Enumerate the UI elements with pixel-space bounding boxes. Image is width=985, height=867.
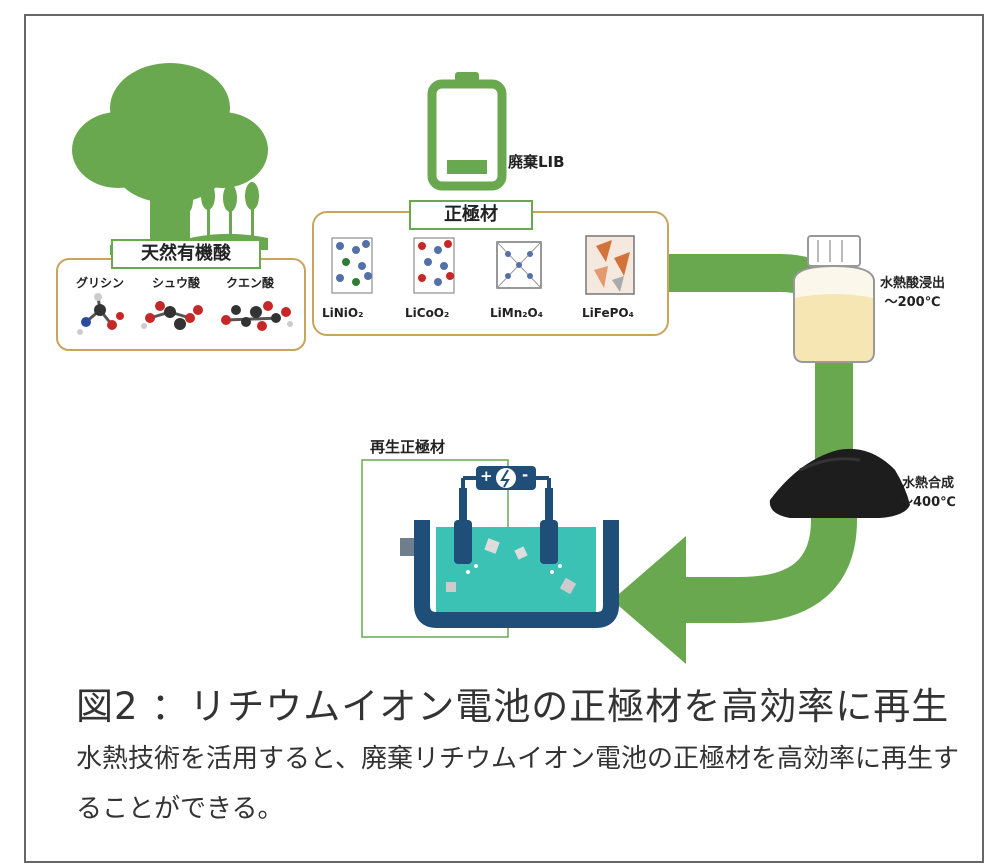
glycine-molecule-icon — [77, 293, 124, 335]
electrode-plus-sign: + — [480, 467, 493, 485]
leach-step-line2: ～200℃ — [884, 295, 941, 310]
powder-pile-icon — [769, 448, 910, 518]
battery-label: 廃棄LIB — [508, 153, 565, 171]
figure-caption-title: 図2 ：リチウムイオン電池の正極材を高効率に再生 — [76, 685, 950, 728]
acid-label-glycine: グリシン — [76, 276, 125, 290]
acid-box-title: 天然有機酸 — [111, 239, 261, 269]
electrode-minus-sign: - — [522, 466, 529, 484]
synth-step-label: 水熱合成 ～400℃ — [900, 474, 956, 512]
leach-step-label: 水熱酸浸出 ～200℃ — [880, 274, 945, 312]
acid-label-citric: クエン酸 — [226, 276, 275, 290]
material-label-licoo2: LiCoO₂ — [405, 306, 450, 320]
crystal-linio2-icon — [331, 237, 373, 294]
synth-step-line1: 水熱合成 — [901, 476, 954, 491]
leach-step-line1: 水熱酸浸出 — [880, 276, 946, 291]
material-label-linio2: LiNiO₂ — [322, 306, 364, 320]
regen-label: 再生正極材 — [370, 438, 446, 456]
arrowhead — [612, 536, 686, 664]
crystal-limn2o4-icon — [496, 241, 542, 289]
tree-icon — [72, 63, 268, 255]
crystal-licoo2-icon — [413, 237, 455, 294]
material-label-limn2o4: LiMn₂O₄ — [490, 306, 543, 320]
leaching-bottle-icon — [793, 235, 875, 363]
synth-step-line2: ～400℃ — [900, 495, 956, 510]
battery-icon — [427, 72, 507, 191]
acid-label-oxalic: シュウ酸 — [152, 276, 201, 290]
electrolysis-tank-icon — [361, 459, 619, 638]
crystal-lifepo4-icon — [585, 235, 635, 295]
figure-caption-body: 水熱技術を活用すると、廃棄リチウムイオン電池の正極材を高効率に再生することができ… — [76, 744, 959, 824]
flow-arrow-synth-to-regen — [672, 480, 857, 623]
oxalic-molecule-icon — [141, 301, 203, 330]
citric-molecule-icon — [221, 301, 293, 331]
material-label-lifepo4: LiFePO₄ — [582, 306, 634, 320]
cathode-box-title: 正極材 — [409, 200, 533, 230]
